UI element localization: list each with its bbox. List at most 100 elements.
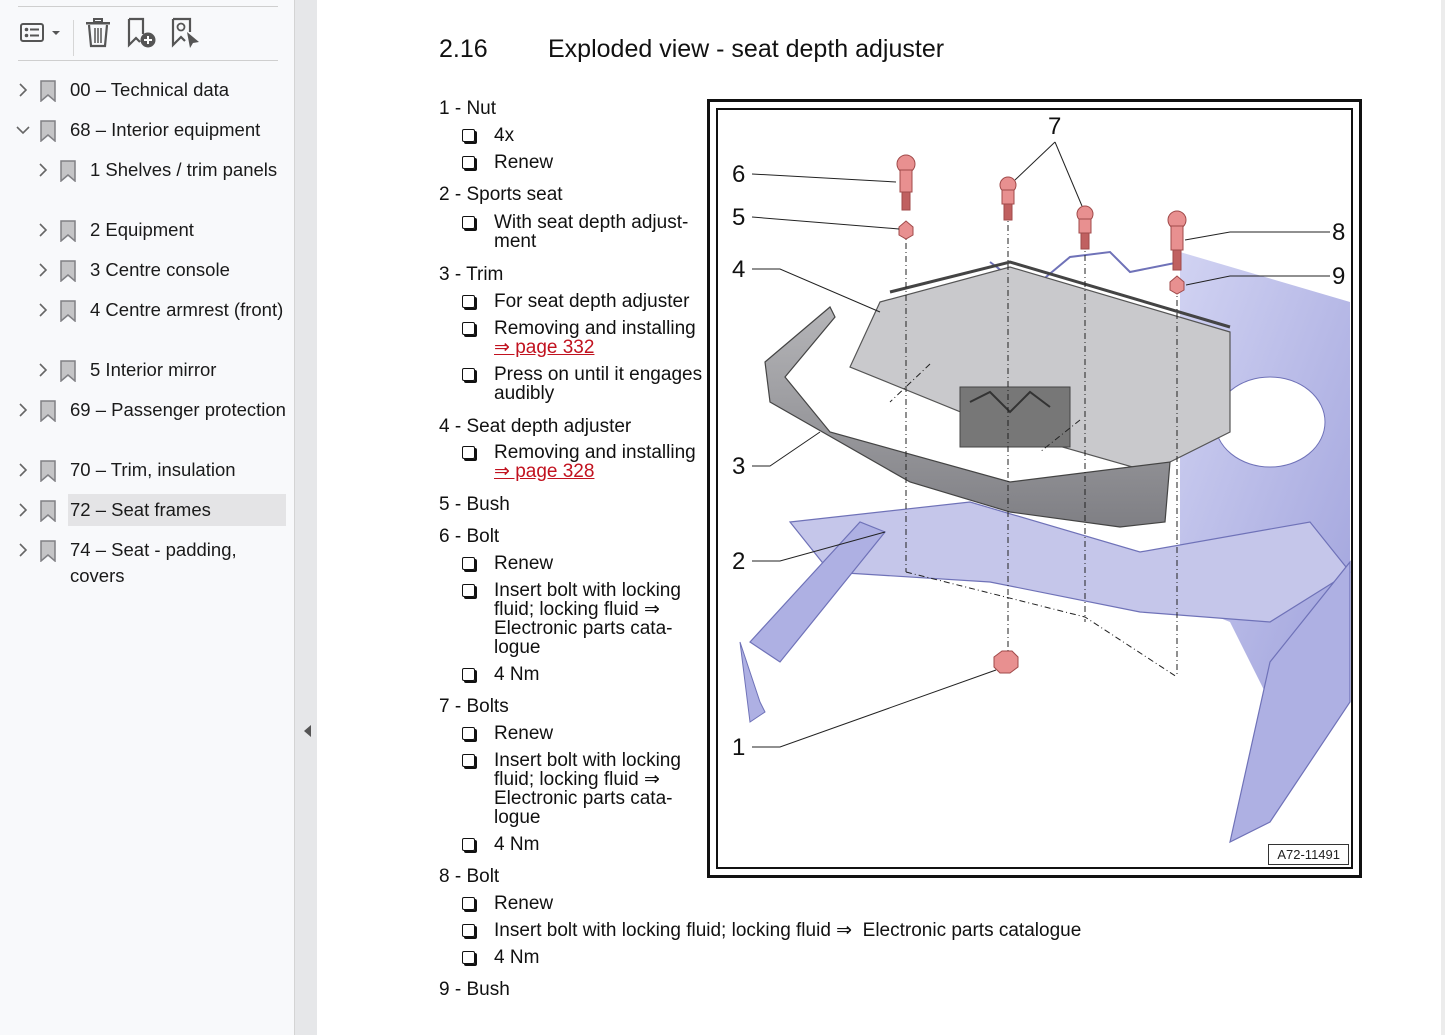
- bookmark-icon: [40, 460, 56, 483]
- bolt-6: [896, 154, 916, 211]
- expand-toggle[interactable]: [36, 303, 50, 317]
- part-heading: 2 - Sports seat: [439, 184, 563, 205]
- page-link[interactable]: ⇒ page 328: [494, 461, 595, 482]
- trash-icon: [86, 18, 110, 48]
- callout-8: 8: [1332, 219, 1345, 246]
- callout-7: 7: [1048, 113, 1061, 140]
- bookmark-icon: [60, 160, 76, 183]
- part-heading: 6 - Bolt: [439, 526, 500, 547]
- bookmark-icon-wrapper: [60, 360, 76, 383]
- bookmark-icon-wrapper: [60, 300, 76, 323]
- chevron-right-icon: [19, 403, 28, 417]
- bolt-7b: [1076, 205, 1094, 250]
- figure-id-label: A72-11491: [1268, 844, 1349, 865]
- panel-splitter[interactable]: [294, 0, 317, 1035]
- bookmark-label[interactable]: 4 Centre armrest (front): [90, 299, 284, 320]
- bookmark-icon-wrapper: [40, 80, 56, 103]
- expand-toggle[interactable]: [36, 363, 50, 377]
- callout-3: 3: [732, 453, 745, 480]
- bookmark-icon: [60, 220, 76, 243]
- bookmark-label[interactable]: 69 – Passenger protection: [70, 399, 286, 420]
- chevron-right-icon: [19, 83, 28, 97]
- expand-toggle[interactable]: [16, 403, 30, 417]
- note-text: Insert bolt with locking fluid; locking …: [494, 920, 1082, 941]
- checkbox-bullet-icon: [462, 584, 475, 597]
- figure-frame: [716, 108, 1353, 869]
- part-heading: 9 - Bush: [439, 979, 510, 1000]
- bush-9: [1169, 275, 1185, 295]
- bookmark-icon: [60, 260, 76, 283]
- checkbox-bullet-icon: [462, 897, 475, 910]
- bookmark-label[interactable]: 72 – Seat frames: [68, 494, 286, 526]
- collapse-toggle[interactable]: [16, 123, 30, 137]
- expand-toggle[interactable]: [16, 543, 30, 557]
- checkbox-bullet-icon: [462, 129, 475, 142]
- bookmark-icon: [40, 120, 56, 143]
- checkbox-bullet-icon: [462, 156, 475, 169]
- note-text: Renew: [494, 152, 554, 173]
- part-heading: 7 - Bolts: [439, 696, 509, 717]
- checkbox-bullet-icon: [462, 295, 475, 308]
- section-number: 2.16: [439, 35, 488, 63]
- bookmark-icon-wrapper: [60, 160, 76, 183]
- expand-toggle[interactable]: [16, 83, 30, 97]
- bookmark-icon-wrapper: [60, 260, 76, 283]
- part-heading: 5 - Bush: [439, 494, 510, 515]
- note-text: 4x: [494, 125, 515, 146]
- scrollbar-track[interactable]: [1441, 0, 1445, 1035]
- bookmark-icon-wrapper: [40, 400, 56, 423]
- note-text: Insert bolt with locking fluid; locking …: [494, 750, 681, 828]
- chevron-right-icon: [39, 263, 48, 277]
- chevron-right-icon: [19, 543, 28, 557]
- options-menu-button[interactable]: [18, 16, 64, 50]
- checkbox-bullet-icon: [462, 216, 475, 229]
- list-options-icon: [20, 23, 60, 42]
- callout-6: 6: [732, 161, 745, 188]
- chevron-right-icon: [39, 163, 48, 177]
- bookmark-label[interactable]: 74 – Seat - padding, covers: [70, 539, 237, 586]
- nut-1: [993, 650, 1019, 674]
- note-text: 4 Nm: [494, 947, 540, 968]
- expand-toggle[interactable]: [36, 263, 50, 277]
- bookmark-icon-wrapper: [40, 540, 56, 563]
- note-text: Insert bolt with locking fluid; locking …: [494, 580, 681, 658]
- bookmarks-panel: 00 – Technical data 68 – Interior equipme…: [0, 0, 294, 1035]
- checkbox-bullet-icon: [462, 557, 475, 570]
- note-text: For seat depth adjuster: [494, 291, 690, 312]
- expand-toggle[interactable]: [36, 163, 50, 177]
- note-text: Renew: [494, 893, 554, 914]
- seat-depth-adjuster: [849, 260, 1231, 473]
- checkbox-bullet-icon: [462, 838, 475, 851]
- bookmark-label[interactable]: 00 – Technical data: [70, 79, 230, 100]
- part-heading: 3 - Trim: [439, 264, 504, 285]
- leader-lines: [751, 141, 1330, 748]
- callout-2: 2: [732, 548, 745, 575]
- note-text: 4 Nm: [494, 834, 540, 855]
- exploded-view-figure: 1 2 3 4 5 6 7 8 9 A72-11491: [707, 99, 1362, 878]
- bookmark-label[interactable]: 2 Equipment: [90, 219, 194, 240]
- bookmark-label[interactable]: 68 – Interior equipment: [70, 119, 261, 140]
- bookmark-label[interactable]: 1 Shelves / trim panels: [90, 159, 278, 180]
- bookmark-icon: [40, 80, 56, 103]
- callout-9: 9: [1332, 263, 1345, 290]
- find-bookmark-button[interactable]: [170, 16, 202, 50]
- chevron-down-icon: [16, 126, 30, 135]
- bookmark-icon: [40, 500, 56, 523]
- bookmark-add-icon: [127, 17, 156, 48]
- add-bookmark-button[interactable]: [126, 16, 158, 50]
- collapse-panel-button[interactable]: [302, 724, 312, 738]
- checkbox-bullet-icon: [462, 668, 475, 681]
- fasteners: [896, 154, 1187, 674]
- bookmark-label[interactable]: 5 Interior mirror: [90, 359, 217, 380]
- page-link[interactable]: ⇒ page 332: [494, 337, 595, 358]
- expand-toggle[interactable]: [16, 503, 30, 517]
- expand-toggle[interactable]: [36, 223, 50, 237]
- bush-5: [898, 220, 914, 240]
- chevron-right-icon: [19, 463, 28, 477]
- bookmark-label[interactable]: 3 Centre console: [90, 259, 230, 280]
- delete-bookmark-button[interactable]: [84, 16, 112, 50]
- expand-toggle[interactable]: [16, 463, 30, 477]
- bookmark-label[interactable]: 70 – Trim, insulation: [70, 459, 236, 480]
- divider: [18, 6, 278, 7]
- checkbox-bullet-icon: [462, 322, 475, 335]
